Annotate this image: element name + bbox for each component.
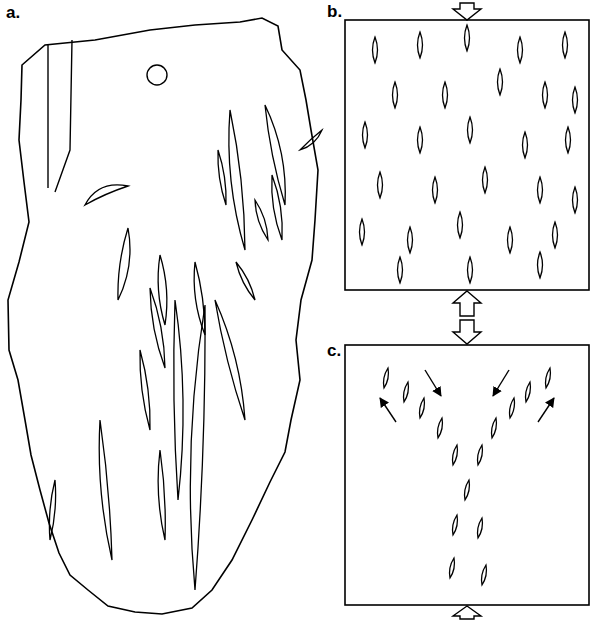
lens (272, 175, 283, 240)
lens (404, 382, 409, 402)
panel-label: b. (327, 3, 342, 20)
lens (573, 187, 578, 213)
lens (438, 418, 443, 438)
lens (118, 228, 130, 300)
lens (360, 219, 365, 245)
compression-arrow (453, 320, 481, 344)
lens (483, 167, 488, 193)
compression-arrow (453, 3, 481, 20)
crescent-clast (85, 185, 128, 205)
lens (140, 350, 150, 430)
lens (215, 300, 245, 420)
panel-label: a. (6, 4, 20, 21)
lens (543, 82, 548, 108)
lens (418, 32, 423, 58)
lens (563, 32, 568, 58)
lens (518, 37, 523, 63)
lens (265, 105, 285, 205)
lens (363, 122, 368, 148)
lens (443, 82, 448, 108)
panel-frame (345, 345, 589, 605)
lens (553, 222, 558, 248)
rock-outline (8, 18, 318, 614)
lens (420, 398, 425, 418)
lens (236, 262, 255, 300)
lens (229, 110, 245, 250)
lens (453, 515, 458, 535)
lens (398, 257, 403, 283)
lens (482, 565, 487, 585)
lens (468, 257, 473, 283)
lens (465, 480, 470, 500)
clast (147, 65, 167, 85)
lens (453, 445, 458, 465)
lens (373, 37, 378, 63)
lens (546, 368, 551, 388)
lens (573, 87, 578, 113)
lens (433, 177, 438, 203)
lens (508, 227, 513, 253)
shear-arrow (538, 398, 554, 422)
lens (465, 25, 470, 51)
lens (158, 255, 167, 325)
compression-arrow (453, 291, 481, 316)
lens (378, 172, 383, 198)
lens (300, 130, 322, 150)
shear-arrow (425, 370, 441, 396)
lens (174, 300, 183, 500)
lens (526, 382, 531, 402)
lens (458, 212, 463, 238)
lens (498, 69, 503, 95)
lens (194, 262, 205, 335)
lens (566, 127, 571, 153)
lens (408, 227, 413, 253)
lens (384, 368, 389, 388)
panel-label: c. (327, 342, 341, 359)
lens (418, 127, 423, 153)
lens (450, 558, 455, 578)
lens (190, 305, 205, 590)
lens (49, 480, 55, 540)
lens (99, 420, 112, 560)
lens (538, 177, 543, 203)
lens (538, 252, 543, 278)
shear-arrow (493, 370, 509, 396)
lens (510, 398, 515, 418)
panel-frame (345, 20, 589, 290)
lens (523, 132, 528, 158)
lens (158, 450, 165, 540)
lens (478, 518, 483, 538)
lens (468, 117, 473, 143)
vein (47, 44, 48, 188)
lens (218, 150, 226, 205)
shear-arrow (380, 398, 396, 422)
lens (255, 200, 268, 240)
compression-arrow (453, 606, 481, 619)
lens (393, 82, 398, 108)
lens (492, 418, 497, 438)
lens (150, 288, 165, 368)
lens (478, 445, 483, 465)
vein (55, 40, 72, 192)
